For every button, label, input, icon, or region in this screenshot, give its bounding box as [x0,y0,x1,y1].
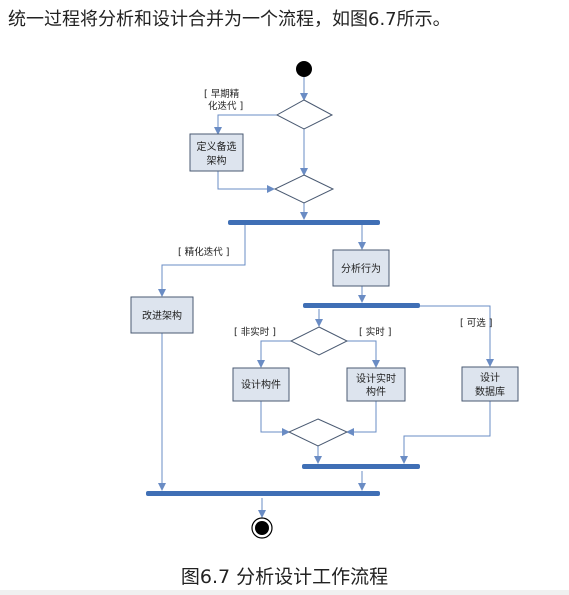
activity-analyze-behavior-box [332,249,390,287]
end-node [251,517,273,539]
activity-design-components-label: 设计构件 [241,378,281,391]
flow-lines [158,77,494,518]
guard-optional: [ 可选 ] [460,317,492,329]
activity-design-database-label-1: 设计 [480,371,500,384]
activity-design-realtime-box [346,367,406,402]
guard-refine-iteration: [ 精化迭代 ] [178,246,229,258]
activity-design-components-box [232,367,290,402]
join-bar-1 [302,464,420,469]
decision-realtime [289,326,349,356]
activity-define-candidate-label-1: 定义备选 [197,140,237,153]
merge-node-2 [287,418,349,447]
activity-design-realtime-label-1: 设计实时 [356,372,396,385]
intro-text: 统一过程将分析和设计合并为一个流程，如图6.7所示。 [8,9,451,30]
figure-caption: 图6.7 分析设计工作流程 [180,566,389,588]
decision-early-refine [275,99,334,130]
guard-early-refine-line-1: [ 早期精 [204,88,240,100]
fork-bar-2 [303,303,420,308]
activity-refine-architecture-label: 改进架构 [142,309,182,322]
page-bottom-edge [0,590,569,595]
start-node [296,61,312,77]
guard-early-refine-line-2: 化迭代 ] [208,100,243,112]
activity-analyze-behavior-label: 分析行为 [341,262,381,275]
activity-design-database-box [461,366,519,402]
guard-realtime: [ 实时 ] [359,326,391,338]
fork-bar-1 [228,220,380,225]
guard-non-realtime: [ 非实时 ] [234,326,276,338]
activity-design-realtime-label-2: 构件 [366,385,386,398]
activity-refine-architecture-box [130,296,194,334]
activity-define-candidate-label-2: 架构 [207,154,227,167]
activity-define-candidate-box [189,133,244,172]
merge-node-1 [273,174,335,204]
activity-design-database-label-2: 数据库 [475,385,505,398]
join-bar-final [146,491,380,496]
